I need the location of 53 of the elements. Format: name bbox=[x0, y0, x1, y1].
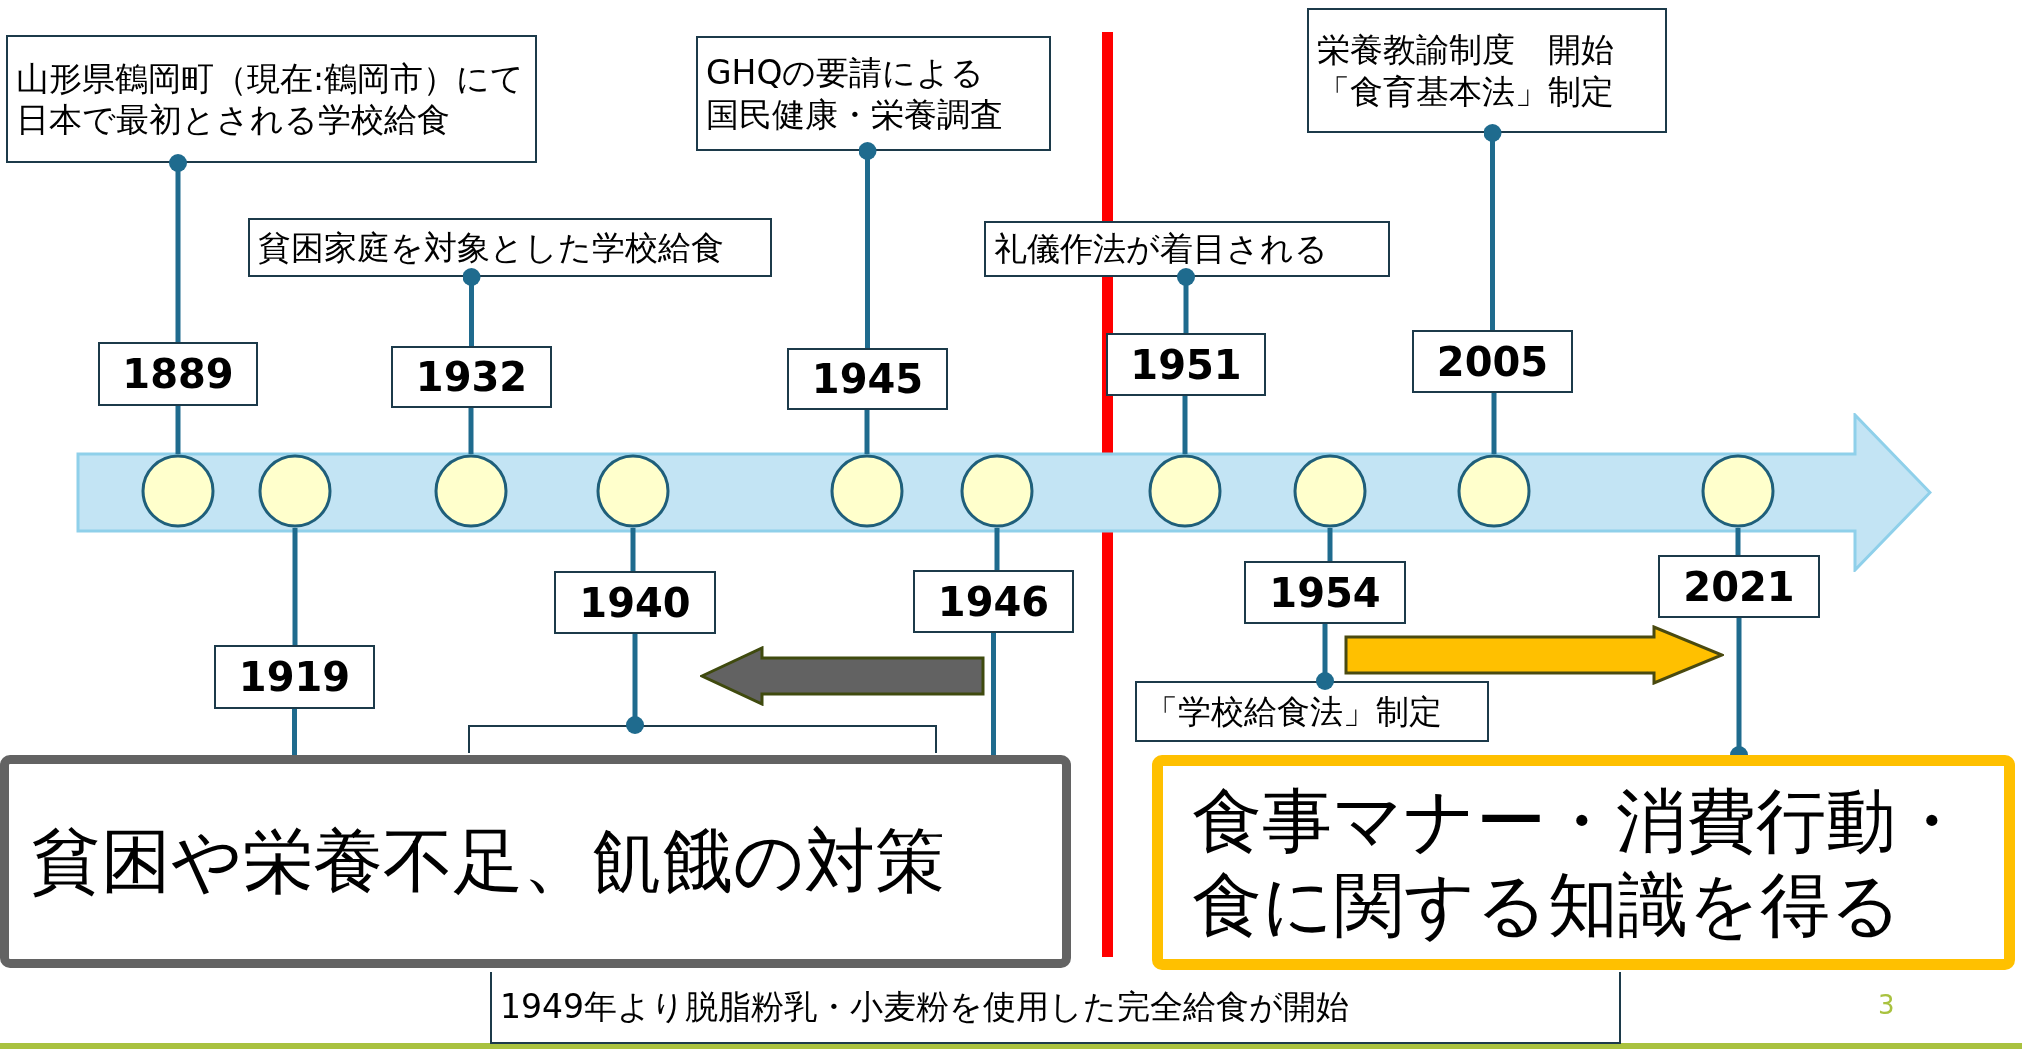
event-box: 貧困家庭を対象とした学校給食 bbox=[248, 218, 772, 277]
timeline-dot bbox=[1148, 454, 1222, 528]
event-box: 1949年より脱脂粉乳・小麦粉を使用した完全給食が開始 bbox=[490, 972, 1621, 1044]
event-box: 「学校給食法」制定 bbox=[1135, 681, 1489, 742]
year-box: 1954 bbox=[1244, 561, 1406, 624]
connector-line bbox=[175, 406, 181, 454]
timeline-dot bbox=[434, 454, 508, 528]
timeline-dot bbox=[830, 454, 904, 528]
year-box: 1946 bbox=[913, 570, 1074, 633]
timeline-dot bbox=[1293, 454, 1367, 528]
connector-line bbox=[1316, 624, 1334, 690]
connector-line bbox=[1177, 268, 1195, 333]
connector-line bbox=[1735, 528, 1741, 555]
page-number: 3 bbox=[1878, 990, 1895, 1020]
event-box: 栄養教諭制度 開始「食育基本法」制定 bbox=[1307, 8, 1667, 133]
timeline-dot bbox=[141, 454, 215, 528]
timeline-dot bbox=[960, 454, 1034, 528]
connector-line bbox=[991, 633, 996, 755]
connector-line bbox=[626, 634, 644, 734]
event-box: GHQの要請による国民健康・栄養調査 bbox=[696, 36, 1051, 151]
connector-line bbox=[994, 528, 1000, 570]
connector-line bbox=[1327, 528, 1333, 561]
callout-box: 貧困や栄養不足、飢餓の対策 bbox=[0, 755, 1071, 968]
event-box: 山形県鶴岡町（現在:鶴岡市）にて日本で最初とされる学校給食 bbox=[6, 35, 537, 163]
connector-line bbox=[1483, 124, 1502, 330]
connector-line bbox=[864, 410, 870, 454]
year-box: 2021 bbox=[1658, 555, 1820, 618]
timeline-band bbox=[76, 413, 1932, 572]
year-box: 1945 bbox=[787, 348, 948, 410]
connector-line bbox=[1182, 396, 1188, 454]
year-box: 1889 bbox=[98, 342, 258, 406]
event-box bbox=[468, 725, 937, 753]
year-box: 1951 bbox=[1106, 333, 1266, 396]
connector-line bbox=[462, 268, 481, 346]
timeline-dot bbox=[596, 454, 670, 528]
timeline-dot bbox=[258, 454, 332, 528]
direction-arrow bbox=[1344, 625, 1724, 685]
connector-line bbox=[292, 528, 298, 645]
connector-line bbox=[169, 154, 187, 342]
event-box: 礼儀作法が着目される bbox=[984, 221, 1390, 277]
year-box: 1940 bbox=[554, 571, 716, 634]
callout-box: 食事マナー・消費行動・食に関する知識を得る bbox=[1152, 755, 2015, 970]
direction-arrow bbox=[700, 646, 985, 706]
year-box: 1932 bbox=[391, 346, 552, 408]
timeline-dot bbox=[1457, 454, 1531, 528]
year-box: 1919 bbox=[214, 645, 375, 709]
connector-line bbox=[1491, 393, 1497, 454]
year-box: 2005 bbox=[1412, 330, 1573, 393]
connector-line bbox=[630, 528, 636, 571]
connector-line bbox=[292, 709, 297, 755]
timeline-dot bbox=[1701, 454, 1775, 528]
connector-line bbox=[858, 142, 877, 348]
connector-line bbox=[468, 408, 474, 454]
